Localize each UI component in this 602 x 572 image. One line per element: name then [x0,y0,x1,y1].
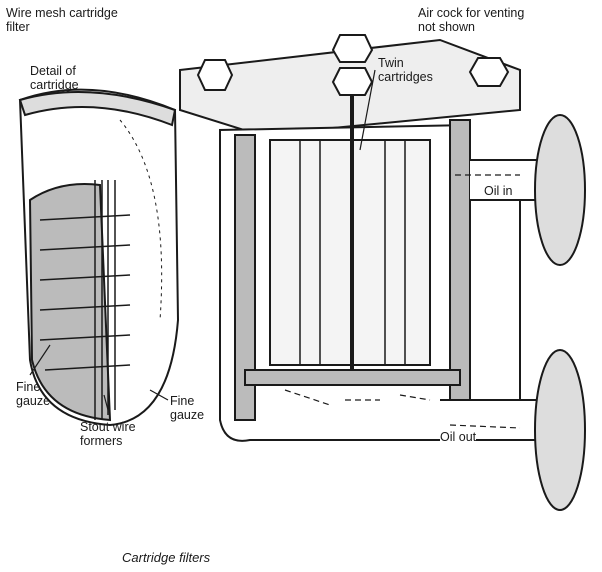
label-stout-wire-formers: Stout wire formers [80,420,136,448]
label-twin-cartridges: Twin cartridges [378,56,433,84]
label-oil-in: Oil in [484,184,513,198]
label-fine-gauze-left: Fine gauze [16,380,51,408]
label-fine-gauze-right: Fine gauze [170,394,205,422]
cartridge-detail [18,88,180,427]
figure-caption: Cartridge filters [122,550,211,565]
label-air-cock: Air cock for venting not shown [418,6,525,34]
label-oil-out: Oil out [440,430,477,444]
leader-lines [29,69,376,411]
label-detail: Detail of cartridge [30,64,79,92]
filter-housing [179,34,586,511]
label-wire-mesh: Wire mesh cartridge filter [6,6,118,34]
